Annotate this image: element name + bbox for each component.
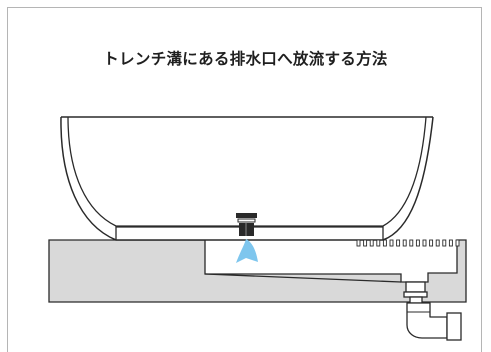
grate-slot — [402, 239, 407, 247]
grate-slot — [455, 239, 460, 247]
drain-plug-icon — [236, 213, 257, 236]
grate-slot — [376, 239, 381, 247]
trench-grate-icon — [356, 239, 460, 247]
trench-bottom-slope — [204, 273, 402, 283]
grate-slot — [442, 239, 447, 247]
grate-slot — [382, 239, 387, 247]
grate-slot — [363, 239, 368, 247]
diagram-title: トレンチ溝にある排水口へ放流する方法 — [103, 50, 388, 68]
grate-slot — [389, 239, 394, 247]
grate-slot — [409, 239, 414, 247]
grate-slot — [422, 239, 427, 247]
trench-drain-outlet-icon — [403, 281, 428, 304]
bathtub-inner — [67, 116, 427, 227]
water-stream-icon — [236, 239, 258, 263]
grate-slot — [396, 239, 401, 247]
grate-slot — [429, 239, 434, 247]
grate-slot — [415, 239, 420, 247]
elbow-pipe-icon — [406, 302, 462, 341]
grate-slot — [448, 239, 453, 247]
grate-slot — [356, 239, 361, 247]
grate-slot — [369, 239, 374, 247]
grate-slot — [435, 239, 440, 247]
bathtub-outer — [60, 116, 434, 241]
